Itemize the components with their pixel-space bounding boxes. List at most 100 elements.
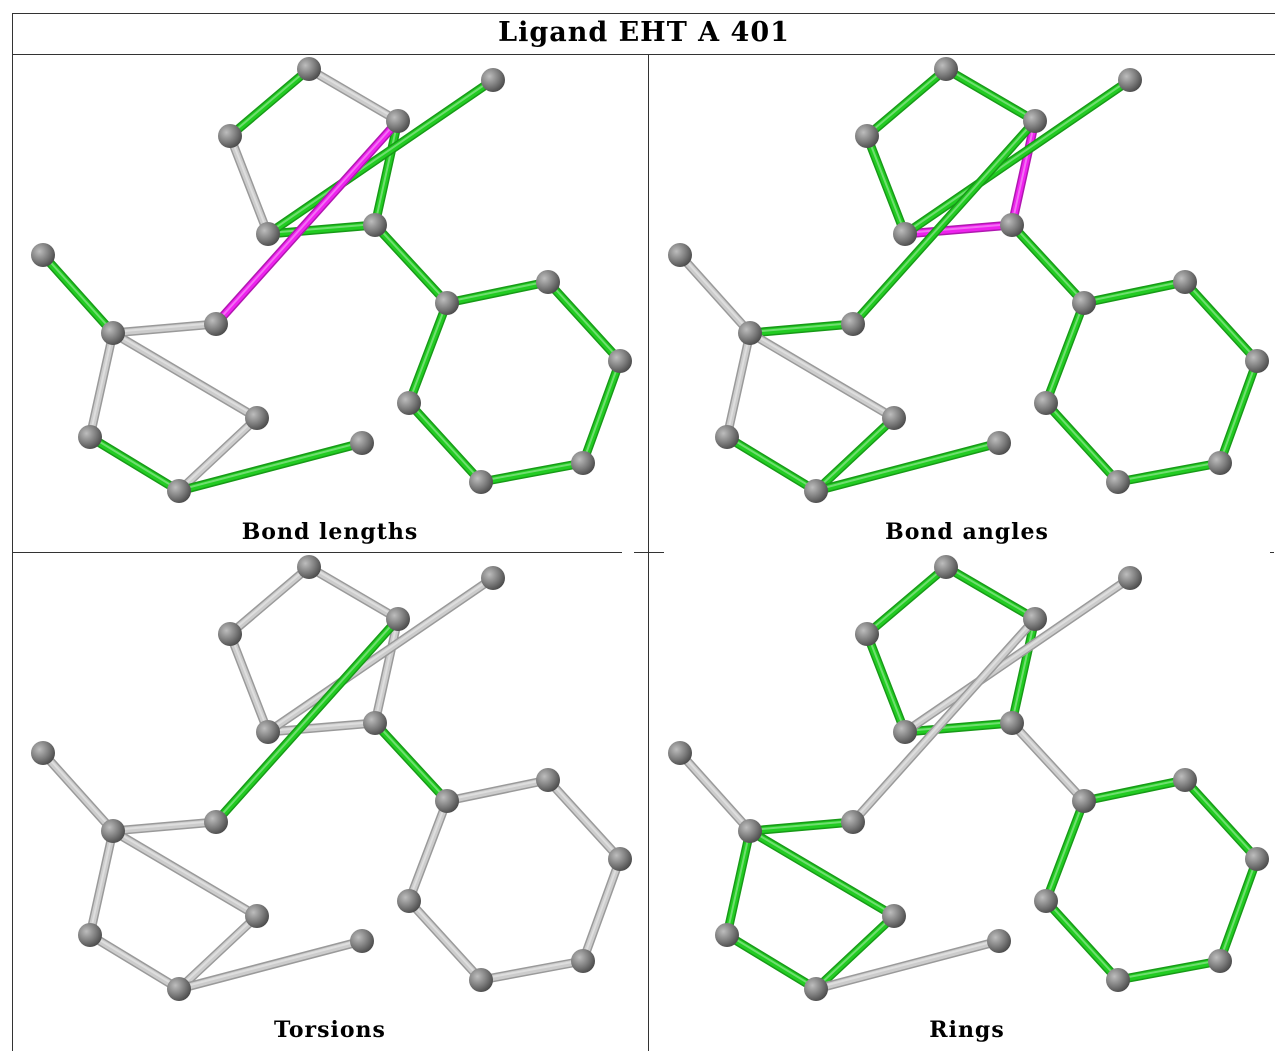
atom — [167, 479, 191, 503]
bond-ok — [1079, 277, 1190, 308]
bond-ok — [1180, 775, 1262, 864]
atom-layer — [31, 555, 632, 1001]
atom — [738, 321, 762, 345]
atom — [804, 977, 828, 1001]
bond-none — [108, 826, 262, 921]
atom — [397, 889, 421, 913]
panel-caption: Rings — [929, 1017, 1005, 1043]
bond-ok — [85, 432, 184, 496]
molecule-diagram-bond-lengths — [31, 57, 632, 503]
bond-ok — [900, 75, 1135, 239]
atom — [386, 607, 410, 631]
atom — [435, 291, 459, 315]
bond-ok — [225, 64, 314, 141]
bond-ok — [811, 413, 899, 496]
title-bar: Ligand EHT A 401 — [12, 13, 1275, 55]
bond-none — [848, 614, 1040, 827]
atom — [571, 949, 595, 973]
bond-ok — [941, 64, 1040, 126]
atom — [218, 622, 242, 646]
bond-none — [675, 748, 755, 836]
panel-bond-angles: Bond angles — [649, 54, 1276, 551]
panel-caption: Bond lengths — [241, 519, 419, 545]
bond-outlier — [900, 220, 1017, 239]
bond-none — [745, 328, 899, 423]
atom — [1000, 213, 1024, 237]
bond-ok — [862, 131, 910, 239]
atom — [204, 810, 228, 834]
bond-none — [85, 826, 118, 940]
atom — [1118, 566, 1142, 590]
atom — [1000, 711, 1024, 735]
atom — [101, 819, 125, 843]
atom — [481, 566, 505, 590]
bond-ok — [745, 826, 899, 921]
atom — [608, 847, 632, 871]
atom — [363, 213, 387, 237]
atom — [1173, 270, 1197, 294]
atom-layer — [668, 555, 1269, 1001]
bond-ok — [263, 75, 498, 239]
bond-layer — [38, 562, 625, 994]
atom — [987, 929, 1011, 953]
atom — [882, 904, 906, 928]
atom — [855, 124, 879, 148]
atom — [571, 451, 595, 475]
atom — [256, 720, 280, 744]
bond-none — [404, 796, 452, 906]
atom — [397, 391, 421, 415]
bond-ok — [1041, 298, 1089, 408]
bond-none — [225, 131, 273, 239]
bond-ok — [1041, 398, 1123, 487]
bond-none — [108, 817, 221, 836]
bond-ok — [404, 298, 452, 408]
bond-ok — [211, 614, 403, 827]
atom — [1023, 109, 1047, 133]
molecule-diagram-rings — [668, 555, 1269, 1001]
bond-ok — [900, 718, 1017, 737]
atom — [1173, 768, 1197, 792]
bond-none — [722, 328, 755, 442]
bond-ok — [1180, 277, 1262, 366]
bond-ok — [370, 220, 452, 308]
panel-bond-lengths: Bond lengths — [12, 54, 648, 551]
atom — [1118, 68, 1142, 92]
atom — [297, 57, 321, 81]
bond-ok — [1215, 356, 1262, 468]
bond-ok — [1113, 458, 1225, 487]
bond-ok — [476, 458, 588, 487]
grid-line-middle-left — [12, 552, 622, 553]
bond-none — [38, 748, 118, 836]
atom-layer — [31, 57, 632, 503]
bond-none — [578, 854, 625, 966]
atom-layer — [668, 57, 1269, 503]
atom — [882, 406, 906, 430]
atom — [363, 711, 387, 735]
bond-ok — [722, 826, 755, 940]
grid-line-middle-right — [1270, 552, 1274, 553]
bond-ok — [442, 277, 553, 308]
panel-rings: Rings — [649, 552, 1276, 1049]
bond-ok — [941, 562, 1040, 624]
bond-layer — [675, 562, 1262, 994]
atom — [738, 819, 762, 843]
molecule-diagram-torsions — [31, 555, 632, 1001]
bond-ok — [862, 64, 951, 141]
bond-none — [1007, 718, 1089, 806]
panel-caption: Torsions — [274, 1017, 386, 1043]
atom — [536, 270, 560, 294]
bond-ok — [1007, 614, 1040, 728]
atom — [668, 243, 692, 267]
bond-outlier — [211, 116, 403, 329]
bond-none — [675, 250, 755, 338]
atom — [245, 904, 269, 928]
atom — [78, 923, 102, 947]
bond-ok — [370, 718, 452, 806]
bond-ok — [1079, 775, 1190, 806]
bond-ok — [811, 438, 1004, 496]
bond-none — [404, 896, 486, 985]
atom — [855, 622, 879, 646]
bond-none — [900, 573, 1135, 737]
atom — [1023, 607, 1047, 631]
bond-ok — [1041, 796, 1089, 906]
